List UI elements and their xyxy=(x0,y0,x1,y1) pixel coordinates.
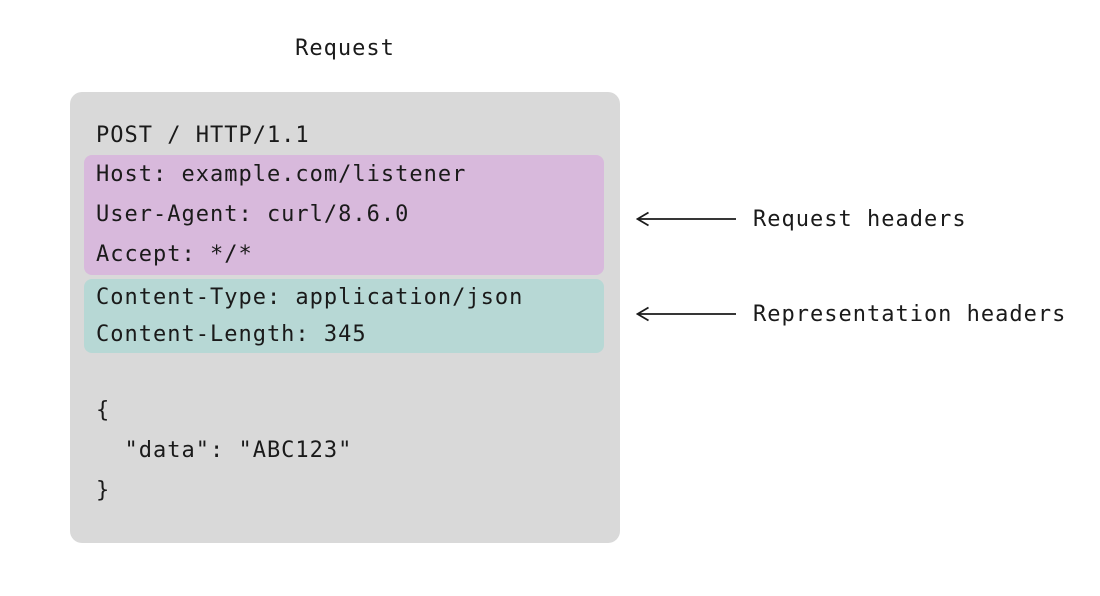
body-line-open-brace: { xyxy=(96,398,111,423)
annotation-label: Request headers xyxy=(753,206,967,232)
request-header-user-agent: User-Agent: curl/8.6.0 xyxy=(96,202,410,227)
request-header-accept: Accept: */* xyxy=(96,242,253,267)
left-arrow-icon xyxy=(636,306,736,322)
body-line-close-brace: } xyxy=(96,478,111,503)
representation-header-content-length: Content-Length: 345 xyxy=(96,322,367,347)
diagram-title: Request xyxy=(295,36,395,61)
representation-header-content-type: Content-Type: application/json xyxy=(96,285,524,310)
request-line: POST / HTTP/1.1 xyxy=(96,123,310,148)
request-panel: POST / HTTP/1.1 Host: example.com/listen… xyxy=(70,92,620,543)
annotation-label: Representation headers xyxy=(753,301,1067,327)
left-arrow-icon xyxy=(636,211,736,227)
annotation-request-headers: Request headers xyxy=(636,199,967,239)
request-headers-block: Host: example.com/listener User-Agent: c… xyxy=(84,155,604,275)
request-header-host: Host: example.com/listener xyxy=(96,162,467,187)
body-spacer xyxy=(70,353,620,391)
annotation-representation-headers: Representation headers xyxy=(636,294,1066,334)
representation-headers-block: Content-Type: application/json Content-L… xyxy=(84,279,604,353)
body-line-data: "data": "ABC123" xyxy=(96,438,353,463)
